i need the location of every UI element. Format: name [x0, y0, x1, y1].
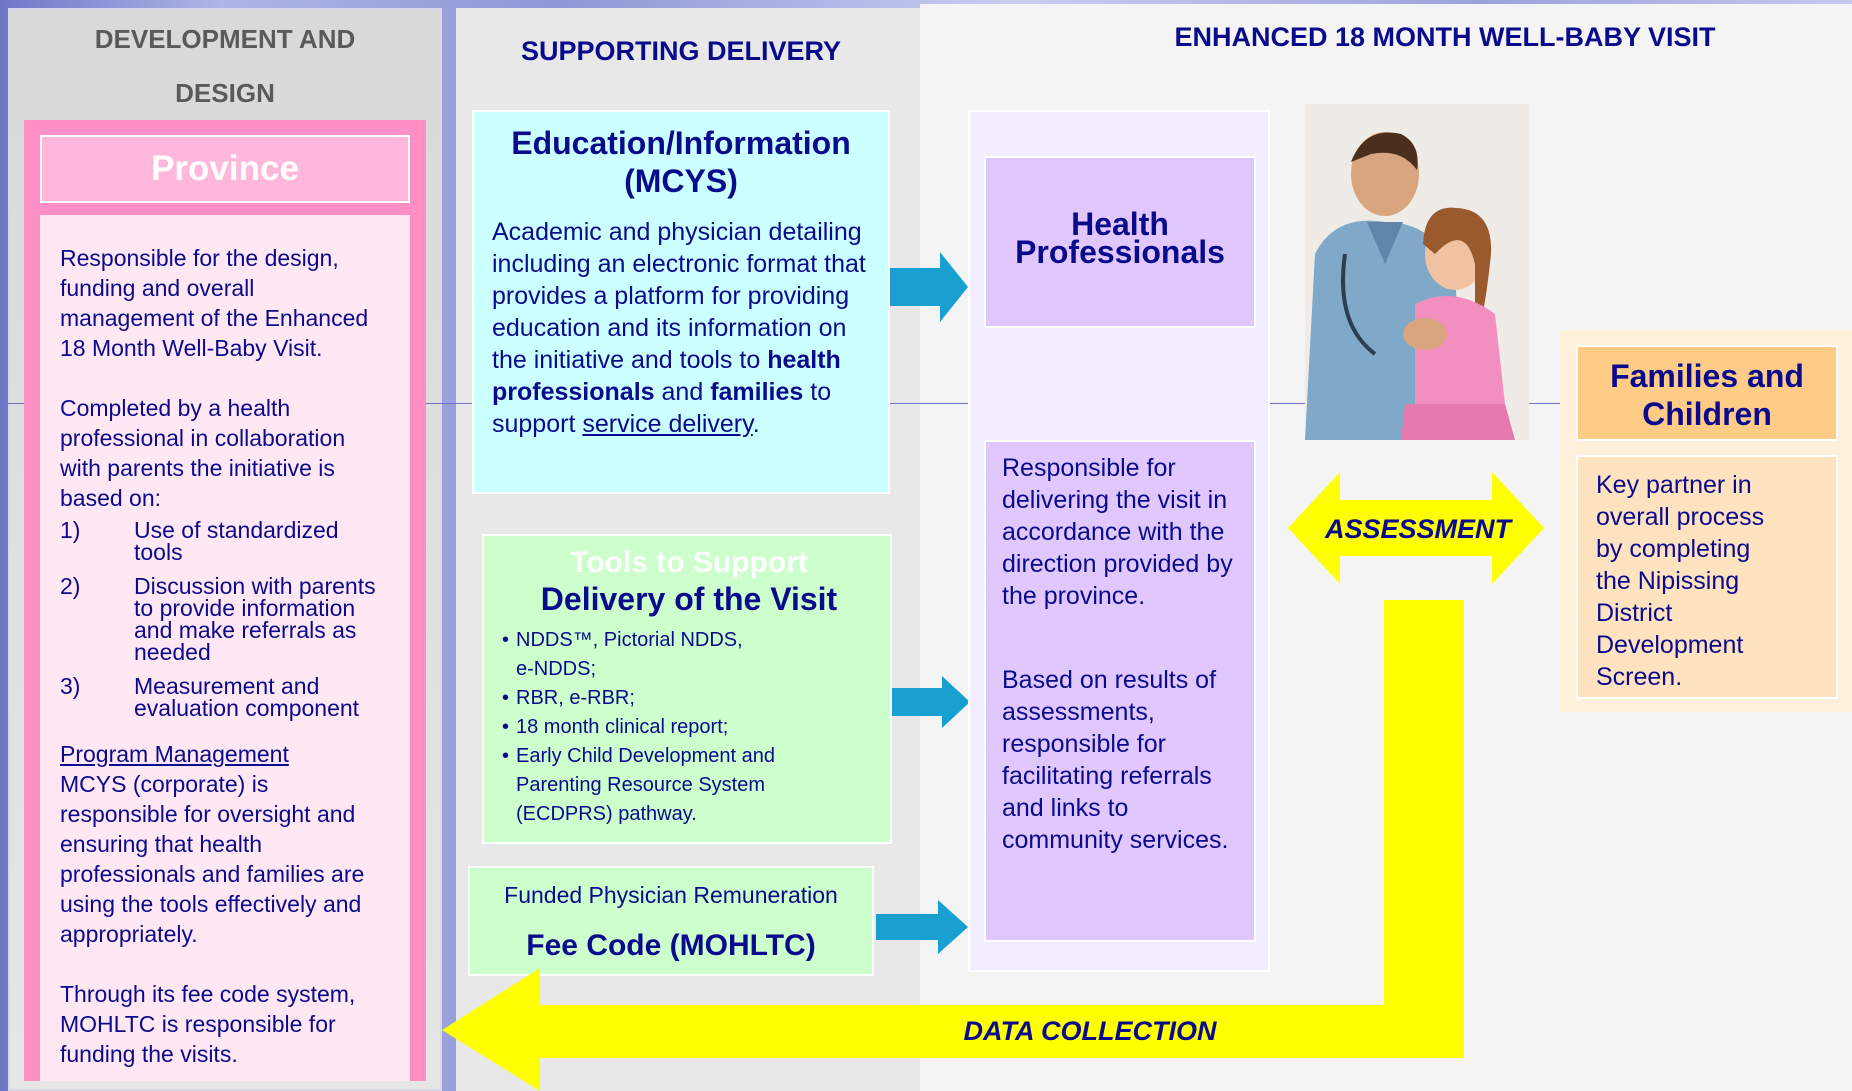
arrow-right-icon: [892, 676, 970, 728]
province-item-1: 1) Use of standardized tools: [60, 517, 392, 565]
health-title-line1: Health: [1071, 206, 1169, 242]
province-item-2: 2) Discussion with parents to provide in…: [60, 573, 392, 665]
families-title-line1: Families and: [1610, 358, 1804, 394]
middle-column-title: SUPPORTING DELIVERY: [520, 36, 842, 66]
education-text-3: to support: [492, 378, 832, 438]
tools-bullet-item: Early Child Development and Parenting Re…: [502, 742, 816, 829]
right-column-title: ENHANCED 18 MONTH WELL-BABY VISIT: [1174, 22, 1716, 52]
program-management-text: MCYS (corporate) is responsible for over…: [60, 771, 365, 947]
province-completed: Completed by a health professional in co…: [60, 395, 346, 511]
province-item-text: Measurement and evaluation component: [134, 673, 360, 721]
families-title-line2: Children: [1642, 396, 1772, 432]
fee-line2: Fee Code (MOHLTC): [526, 929, 816, 962]
province-item-num: 2): [60, 573, 81, 599]
health-text-2: Based on results of assessments, respons…: [1002, 666, 1229, 854]
data-collection-arrow-icon: [442, 600, 1464, 1091]
province-item-3: 3) Measurement and evaluation component: [60, 673, 392, 721]
province-fee-text: Through its fee code system, MOHLTC is r…: [60, 981, 356, 1067]
province-title-box: Province: [40, 135, 410, 203]
education-bold-1: health professionals: [492, 346, 841, 406]
education-text-1: Academic and physician detailing includi…: [492, 218, 866, 374]
doctor-with-child-illustration: [1305, 104, 1529, 440]
province-item-text: Use of standardized tools: [134, 517, 339, 565]
fee-line1: Funded Physician Remuneration: [504, 882, 838, 908]
left-column-title: DEVELOPMENT AND DESIGN: [94, 24, 356, 108]
tools-box: Tools to Support Delivery of the Visit N…: [482, 534, 892, 844]
education-text-2: and: [661, 378, 704, 406]
province-item-text: Discussion with parents to provide infor…: [134, 573, 376, 665]
province-item-num: 3): [60, 673, 81, 699]
province-intro: Responsible for the design, funding and …: [60, 245, 369, 361]
assessment-double-arrow-icon: [1288, 472, 1544, 584]
education-title-line1: Education/Information: [511, 125, 851, 161]
tools-bullet-item: NDDS™, Pictorial NDDS, e-NDDS;: [502, 626, 766, 684]
arrow-right-icon: [890, 252, 968, 322]
doctor-with-child-photo: [1305, 104, 1529, 440]
province-title: Province: [151, 149, 299, 188]
health-text-box: Responsible for delivering the visit in …: [984, 440, 1256, 942]
education-text: Academic and physician detailing includi…: [492, 216, 870, 440]
education-bold-2: families: [710, 378, 804, 406]
horizontal-divider: [8, 403, 1852, 404]
education-title-line2: (MCYS): [624, 163, 738, 199]
province-body: Responsible for the design, funding and …: [40, 215, 410, 1081]
fee-box: Funded Physician Remuneration Fee Code (…: [468, 866, 874, 976]
health-text-1: Responsible for delivering the visit in …: [1002, 454, 1233, 610]
education-box: Education/Information (MCYS) Academic an…: [472, 110, 890, 494]
families-text-box: Key partner in overall process by comple…: [1576, 455, 1838, 699]
families-text: Key partner in overall process by comple…: [1596, 471, 1765, 691]
health-title-line2: Professionals: [1015, 234, 1225, 270]
health-title-box: Health Professionals: [984, 156, 1256, 328]
assessment-label: ASSESSMENT: [1324, 514, 1512, 544]
tools-bullet-item: 18 month clinical report;: [502, 713, 876, 742]
service-delivery-link[interactable]: service delivery: [582, 410, 753, 438]
arrow-right-icon: [876, 900, 968, 954]
tools-bullet-item: RBR, e-RBR;: [502, 684, 876, 713]
education-title: Education/Information (MCYS): [492, 124, 870, 200]
tools-bullet-list: NDDS™, Pictorial NDDS, e-NDDS; RBR, e-RB…: [502, 626, 876, 829]
province-item-num: 1): [60, 517, 81, 543]
education-period: .: [752, 410, 760, 438]
tools-title-line2: Delivery of the Visit: [540, 581, 838, 617]
families-title-box: Families and Children: [1576, 345, 1838, 441]
program-management-heading: Program Management: [60, 741, 289, 767]
tools-title-line1: Tools to Support: [570, 546, 808, 579]
data-collection-label: DATA COLLECTION: [963, 1016, 1217, 1046]
